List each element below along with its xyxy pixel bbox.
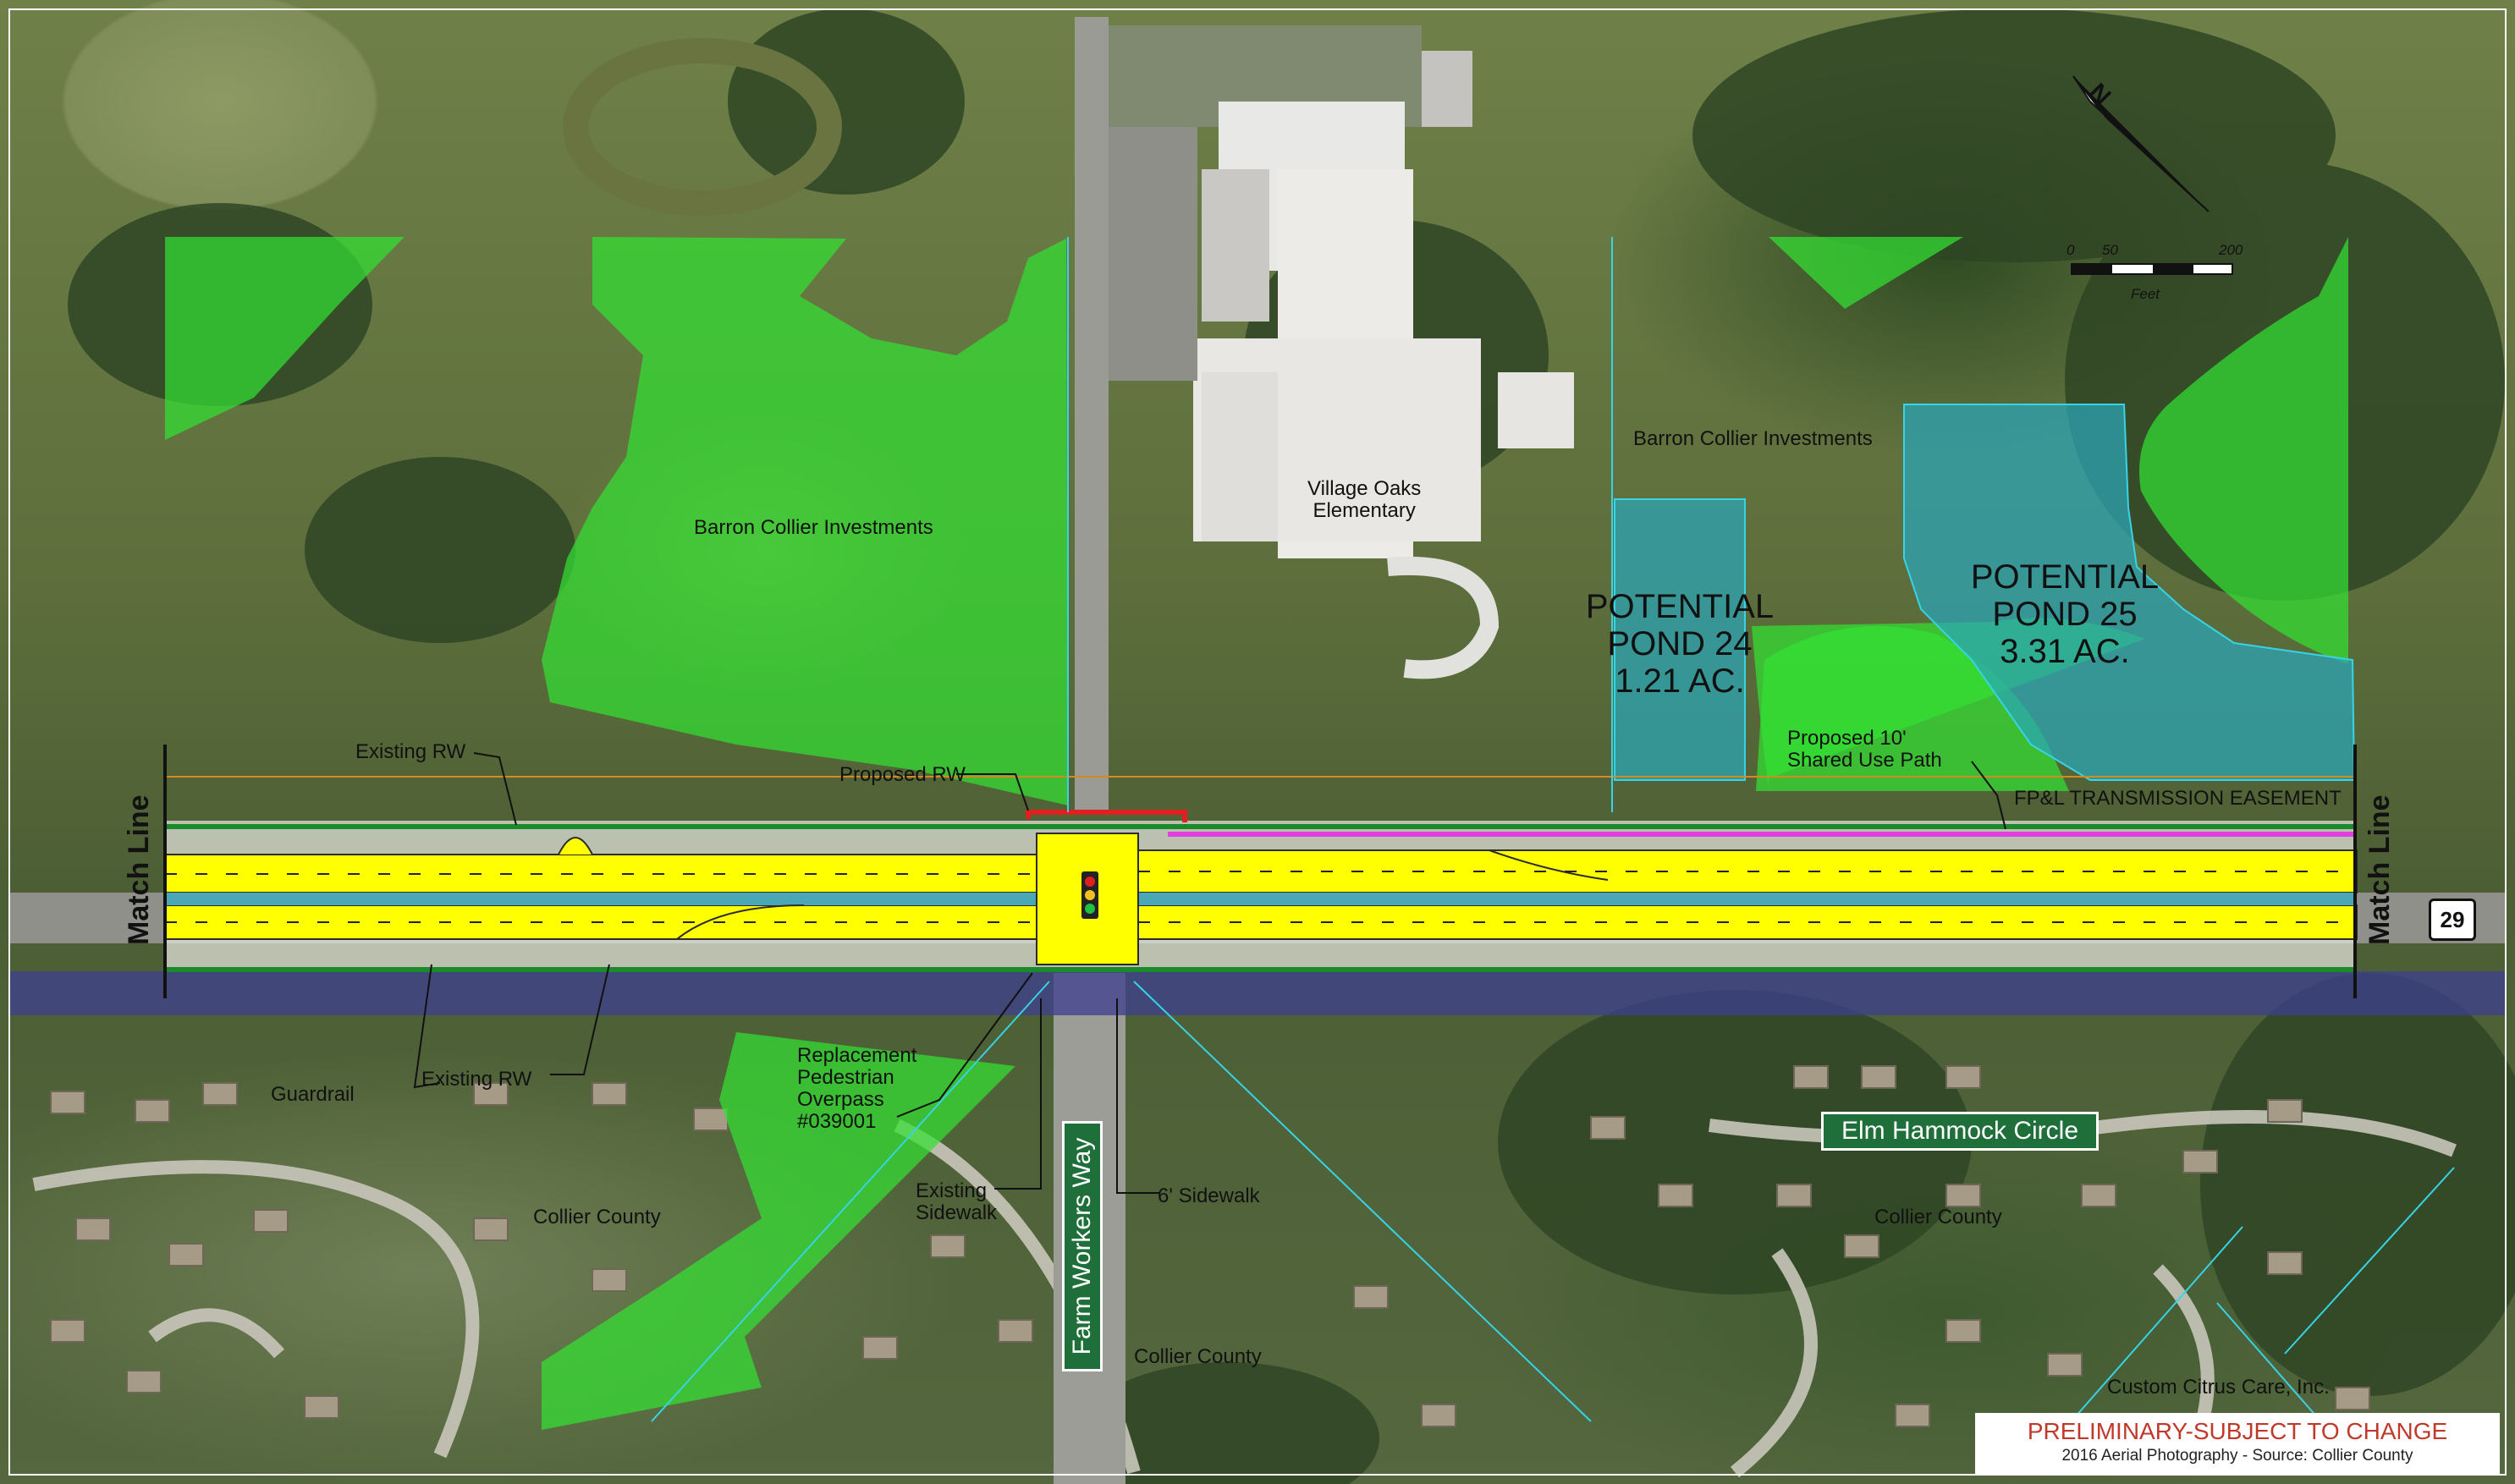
farm-workers-way-text: Farm Workers Way: [1068, 1137, 1096, 1355]
label-existing-rw-bottom: Existing RW: [421, 1068, 532, 1091]
label-custom-citrus: Custom Citrus Care, Inc.: [2107, 1376, 2330, 1399]
label-school: Village Oaks Elementary: [1307, 477, 1422, 522]
pond-25-name: POTENTIAL POND 25: [1970, 558, 2160, 633]
title-block-source: 2016 Aerial Photography - Source: Collie…: [2061, 1447, 2413, 1465]
elm-hammock-sign: Elm Hammock Circle: [1821, 1112, 2099, 1151]
label-fpl-easement: FP&L TRANSMISSION EASEMENT: [2014, 787, 2342, 810]
existing-pond-ring: [563, 38, 842, 216]
label-guardrail: Guardrail: [271, 1083, 355, 1106]
label-collier-county-center: Collier County: [1134, 1345, 1262, 1368]
pond-25-label: POTENTIAL POND 25 3.31 AC.: [1955, 558, 2175, 670]
parking-lot: [1104, 127, 1197, 381]
scale-tick-0: 0: [2066, 242, 2075, 258]
label-collier-county-west: Collier County: [533, 1206, 661, 1228]
pond-24-area: 1.21 AC.: [1615, 662, 1745, 700]
label-proposed-rw: Proposed RW: [839, 763, 966, 786]
traffic-signal-icon: [1081, 871, 1098, 919]
label-overpass: Replacement Pedestrian Overpass #039001: [797, 1044, 917, 1133]
pond-24-name: POTENTIAL POND 24: [1585, 588, 1775, 662]
wetland-areas: [165, 237, 2348, 1430]
title-block: PRELIMINARY-SUBJECT TO CHANGE 2016 Aeria…: [1975, 1413, 2500, 1474]
sr29-shield-icon: 29: [2429, 899, 2476, 941]
label-6ft-sidewalk: 6' Sidewalk: [1158, 1184, 1260, 1207]
label-barron-east: Barron Collier Investments: [1633, 427, 1873, 450]
houses: [50, 1065, 2370, 1427]
pond-24-label: POTENTIAL POND 24 1.21 AC.: [1570, 588, 1790, 700]
label-barron-west: Barron Collier Investments: [694, 516, 933, 539]
label-collier-county-east: Collier County: [1874, 1206, 2002, 1228]
label-existing-sidewalk: Existing Sidewalk: [916, 1179, 998, 1224]
roadway: [8, 821, 2507, 968]
label-existing-rw-top: Existing RW: [355, 740, 466, 763]
potential-ponds: [1614, 404, 2356, 781]
scale-tick-200: 200: [2219, 242, 2243, 258]
match-line-west: Match Line: [123, 794, 155, 945]
right-of-way-lines: [165, 237, 2357, 972]
farm-workers-way-road: [1075, 17, 1109, 812]
title-block-title: PRELIMINARY-SUBJECT TO CHANGE: [2027, 1418, 2448, 1444]
north-arrow-icon: [2072, 75, 2210, 212]
farm-workers-way-sign: Farm Workers Way: [1062, 1121, 1103, 1371]
scale-bar: [2071, 263, 2233, 275]
scale-tick-50: 50: [2102, 242, 2118, 258]
pond-25-area: 3.31 AC.: [2000, 633, 2130, 670]
canal: [8, 971, 2507, 1015]
scale-unit: Feet: [2131, 286, 2160, 302]
school-buildings: [1092, 25, 1574, 679]
leader-lines: [413, 752, 2006, 1194]
label-shared-path: Proposed 10' Shared Use Path: [1787, 727, 1942, 772]
match-line-east: Match Line: [2364, 794, 2396, 945]
